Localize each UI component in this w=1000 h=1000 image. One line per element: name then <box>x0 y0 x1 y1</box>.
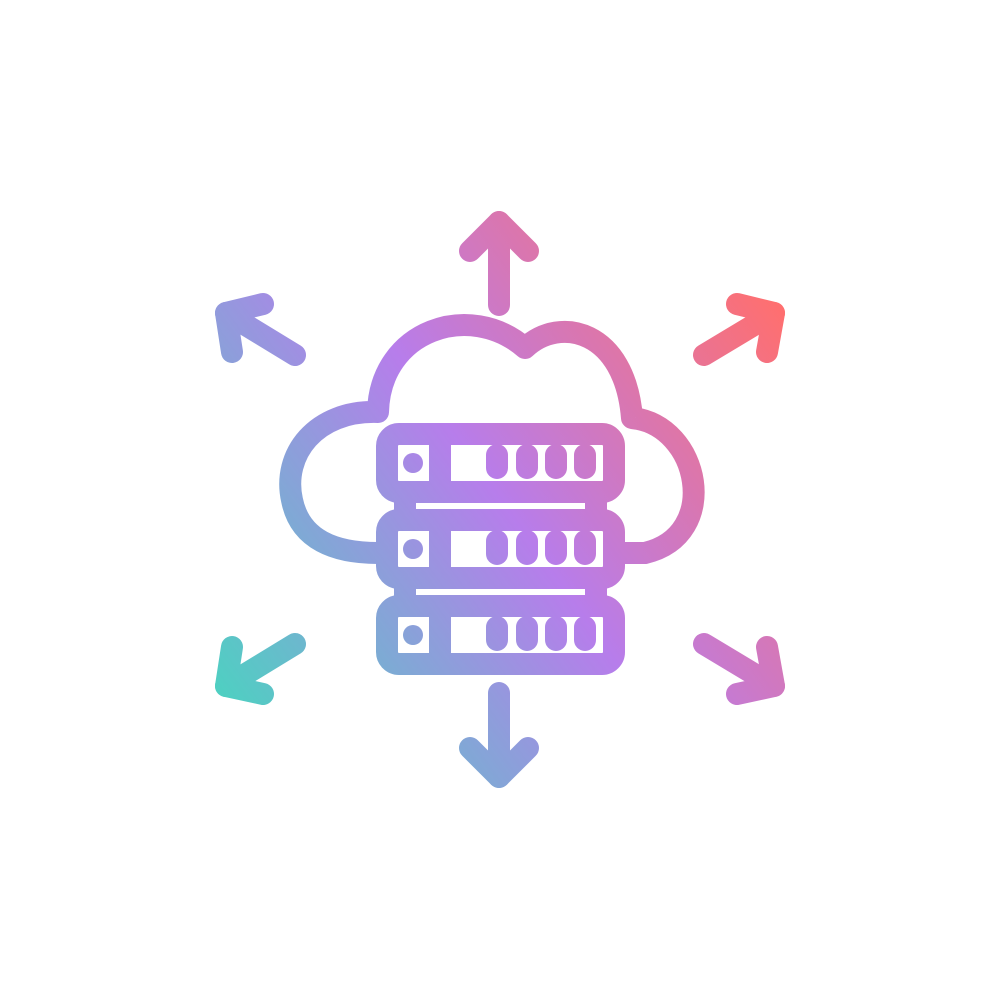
indicator-dot <box>403 539 423 559</box>
arrow-up-right-icon <box>693 293 785 366</box>
server-unit-3 <box>376 595 625 675</box>
indicator-dot <box>403 625 423 645</box>
arrow-up-icon <box>459 211 539 316</box>
server-unit-2 <box>376 509 625 589</box>
server-lights <box>486 444 596 651</box>
arrow-down-left-icon <box>215 633 306 705</box>
server-rack-icon <box>376 423 625 675</box>
icon-strokes <box>215 211 785 788</box>
server-indicator-dots <box>403 453 423 645</box>
server-unit-1 <box>376 423 625 503</box>
cloud-outline-icon <box>279 314 705 564</box>
arrow-down-right-icon <box>693 633 785 705</box>
indicator-dot <box>403 453 423 473</box>
arrow-up-left-icon <box>215 293 306 366</box>
arrow-down-icon <box>459 682 539 788</box>
